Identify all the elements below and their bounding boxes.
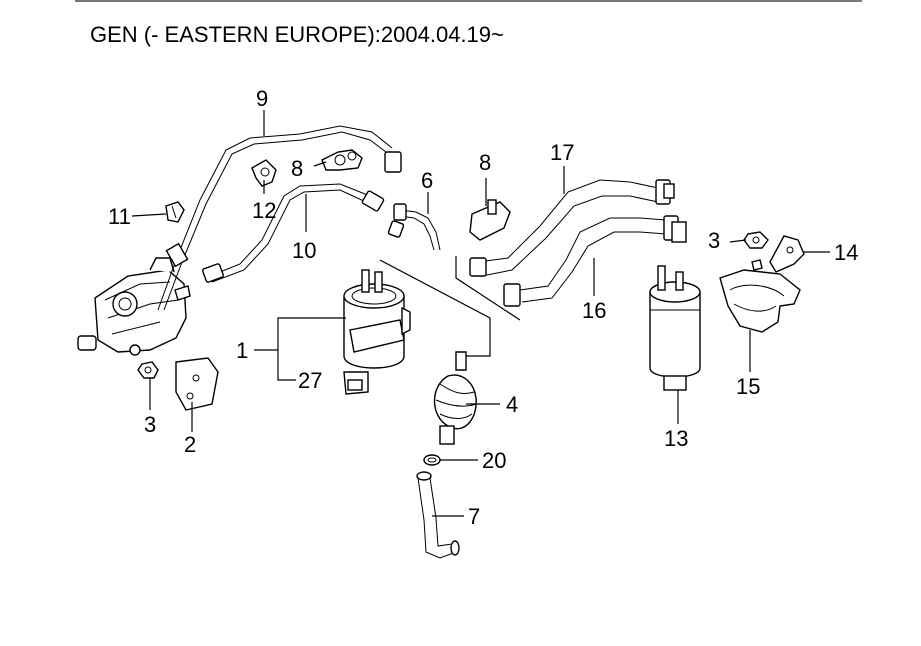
- nut-3a[interactable]: [137, 361, 159, 379]
- bracket-14[interactable]: [751, 235, 805, 273]
- callout-8a: 8: [291, 156, 303, 181]
- priming-pump[interactable]: [433, 351, 477, 445]
- hose-clip-11[interactable]: [165, 201, 185, 223]
- callout-27: 27: [298, 368, 322, 393]
- callout-20: 20: [482, 448, 506, 473]
- callout-11: 11: [108, 204, 131, 229]
- hose-clip-8b[interactable]: [469, 199, 511, 241]
- hose-clip-8a[interactable]: [321, 149, 363, 171]
- fuel-hose-6[interactable]: [387, 203, 441, 251]
- bracket-2[interactable]: [175, 357, 219, 411]
- callout-14: 14: [834, 240, 858, 265]
- callout-3a: 3: [144, 412, 156, 437]
- fuel-hose-16[interactable]: [503, 215, 687, 307]
- callout-7: 7: [468, 504, 480, 529]
- fuel-hose-7[interactable]: [416, 471, 460, 559]
- callout-3b: 3: [708, 228, 720, 253]
- callout-9: 9: [256, 86, 268, 111]
- callout-15: 15: [736, 374, 760, 399]
- callout-6: 6: [421, 168, 433, 193]
- fuel-hose-17[interactable]: [469, 179, 675, 277]
- hose-clip-12[interactable]: [251, 159, 277, 187]
- nut-3b[interactable]: [743, 231, 769, 249]
- callout-1: 1: [236, 338, 248, 363]
- callout-13: 13: [664, 426, 688, 451]
- callout-8b: 8: [479, 150, 491, 175]
- hose-clamp-20[interactable]: [423, 454, 441, 466]
- fuel-filter-assembly[interactable]: [343, 269, 411, 395]
- diagram-title: GEN (- EASTERN EUROPE):2004.04.19~: [90, 22, 504, 47]
- callout-labels: 9 8 12 11 10 6 8 17 16 1 27 3 2 4 20 7 1…: [108, 86, 858, 529]
- leader-bracket: [455, 256, 521, 321]
- fuel-filter-cartridge[interactable]: [649, 265, 701, 391]
- callout-2: 2: [184, 432, 196, 457]
- callout-12: 12: [252, 198, 276, 223]
- fuel-pipe-9[interactable]: [157, 125, 402, 311]
- leader-lines: [131, 110, 830, 517]
- callout-17: 17: [550, 140, 574, 165]
- fuel-pipe-10[interactable]: [202, 183, 385, 283]
- callout-16: 16: [582, 298, 606, 323]
- leader-box: [379, 259, 491, 357]
- fuel-injection-pump[interactable]: [77, 257, 191, 356]
- callout-10: 10: [292, 238, 316, 263]
- filter-bracket-15[interactable]: [719, 269, 801, 333]
- callout-4: 4: [506, 392, 518, 417]
